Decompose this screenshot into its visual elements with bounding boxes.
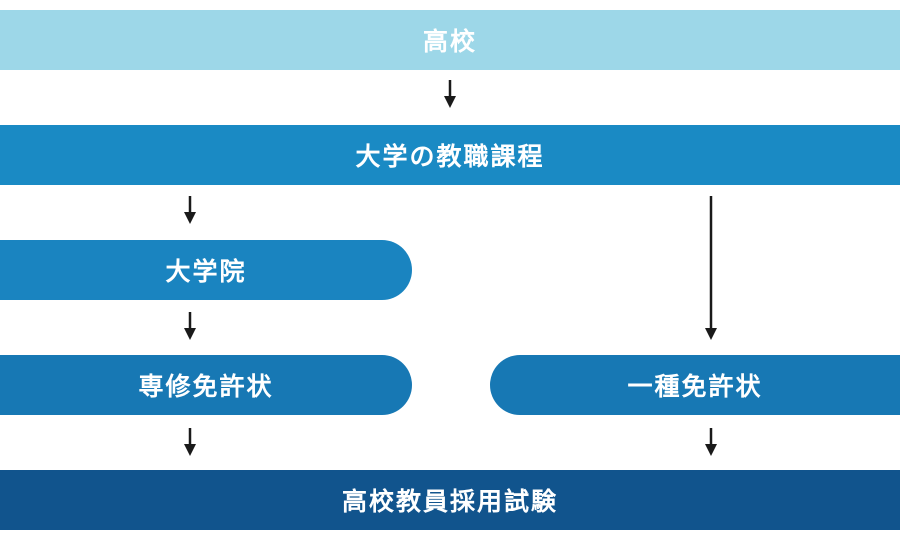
node-graduate-school: 大学院 <box>0 240 412 300</box>
node-university-teacher-training: 大学の教職課程 <box>0 125 900 185</box>
node-senshu-license: 専修免許状 <box>0 355 412 415</box>
node-high-school: 高校 <box>0 10 900 70</box>
arrow-senshu-to-exam <box>184 428 196 456</box>
arrow-graduate-to-senshu <box>184 312 196 340</box>
node-teacher-exam: 高校教員採用試験 <box>0 470 900 530</box>
node-high-school-label: 高校 <box>422 27 477 56</box>
node-teacher-exam-label: 高校教員採用試験 <box>341 487 558 516</box>
node-isshu-license-label: 一種免許状 <box>627 372 763 401</box>
arrow-isshu-to-exam <box>705 428 717 456</box>
arrow-university-to-graduate <box>184 196 196 224</box>
arrow-university-to-isshu <box>705 196 717 340</box>
node-isshu-license: 一種免許状 <box>490 355 900 415</box>
node-senshu-license-label: 専修免許状 <box>138 372 274 401</box>
arrow-high-school-to-university <box>444 80 456 108</box>
node-university-label: 大学の教職課程 <box>355 142 545 171</box>
node-graduate-school-label: 大学院 <box>165 257 247 286</box>
